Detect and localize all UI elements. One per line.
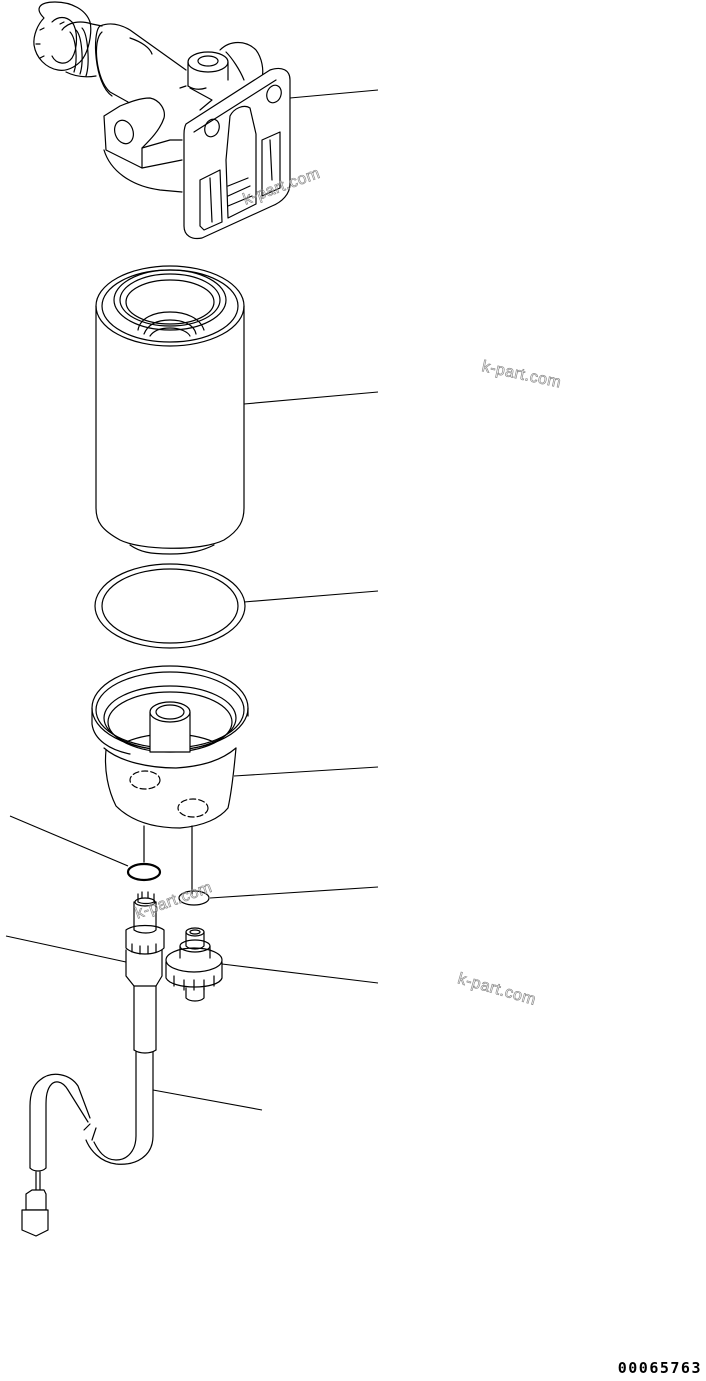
- filter-cartridge: [95, 265, 379, 555]
- water-separator-bowl: [91, 665, 379, 895]
- drain-plug: [165, 927, 379, 1002]
- o-ring-small-left: [9, 815, 162, 882]
- drawing-number: 00065763: [617, 1359, 702, 1377]
- seal-ring-large: [94, 563, 379, 649]
- o-ring-small-right: [178, 886, 379, 906]
- sensor-harness: [21, 1051, 263, 1237]
- water-sensor: [5, 891, 165, 1054]
- filter-head: [33, 1, 379, 240]
